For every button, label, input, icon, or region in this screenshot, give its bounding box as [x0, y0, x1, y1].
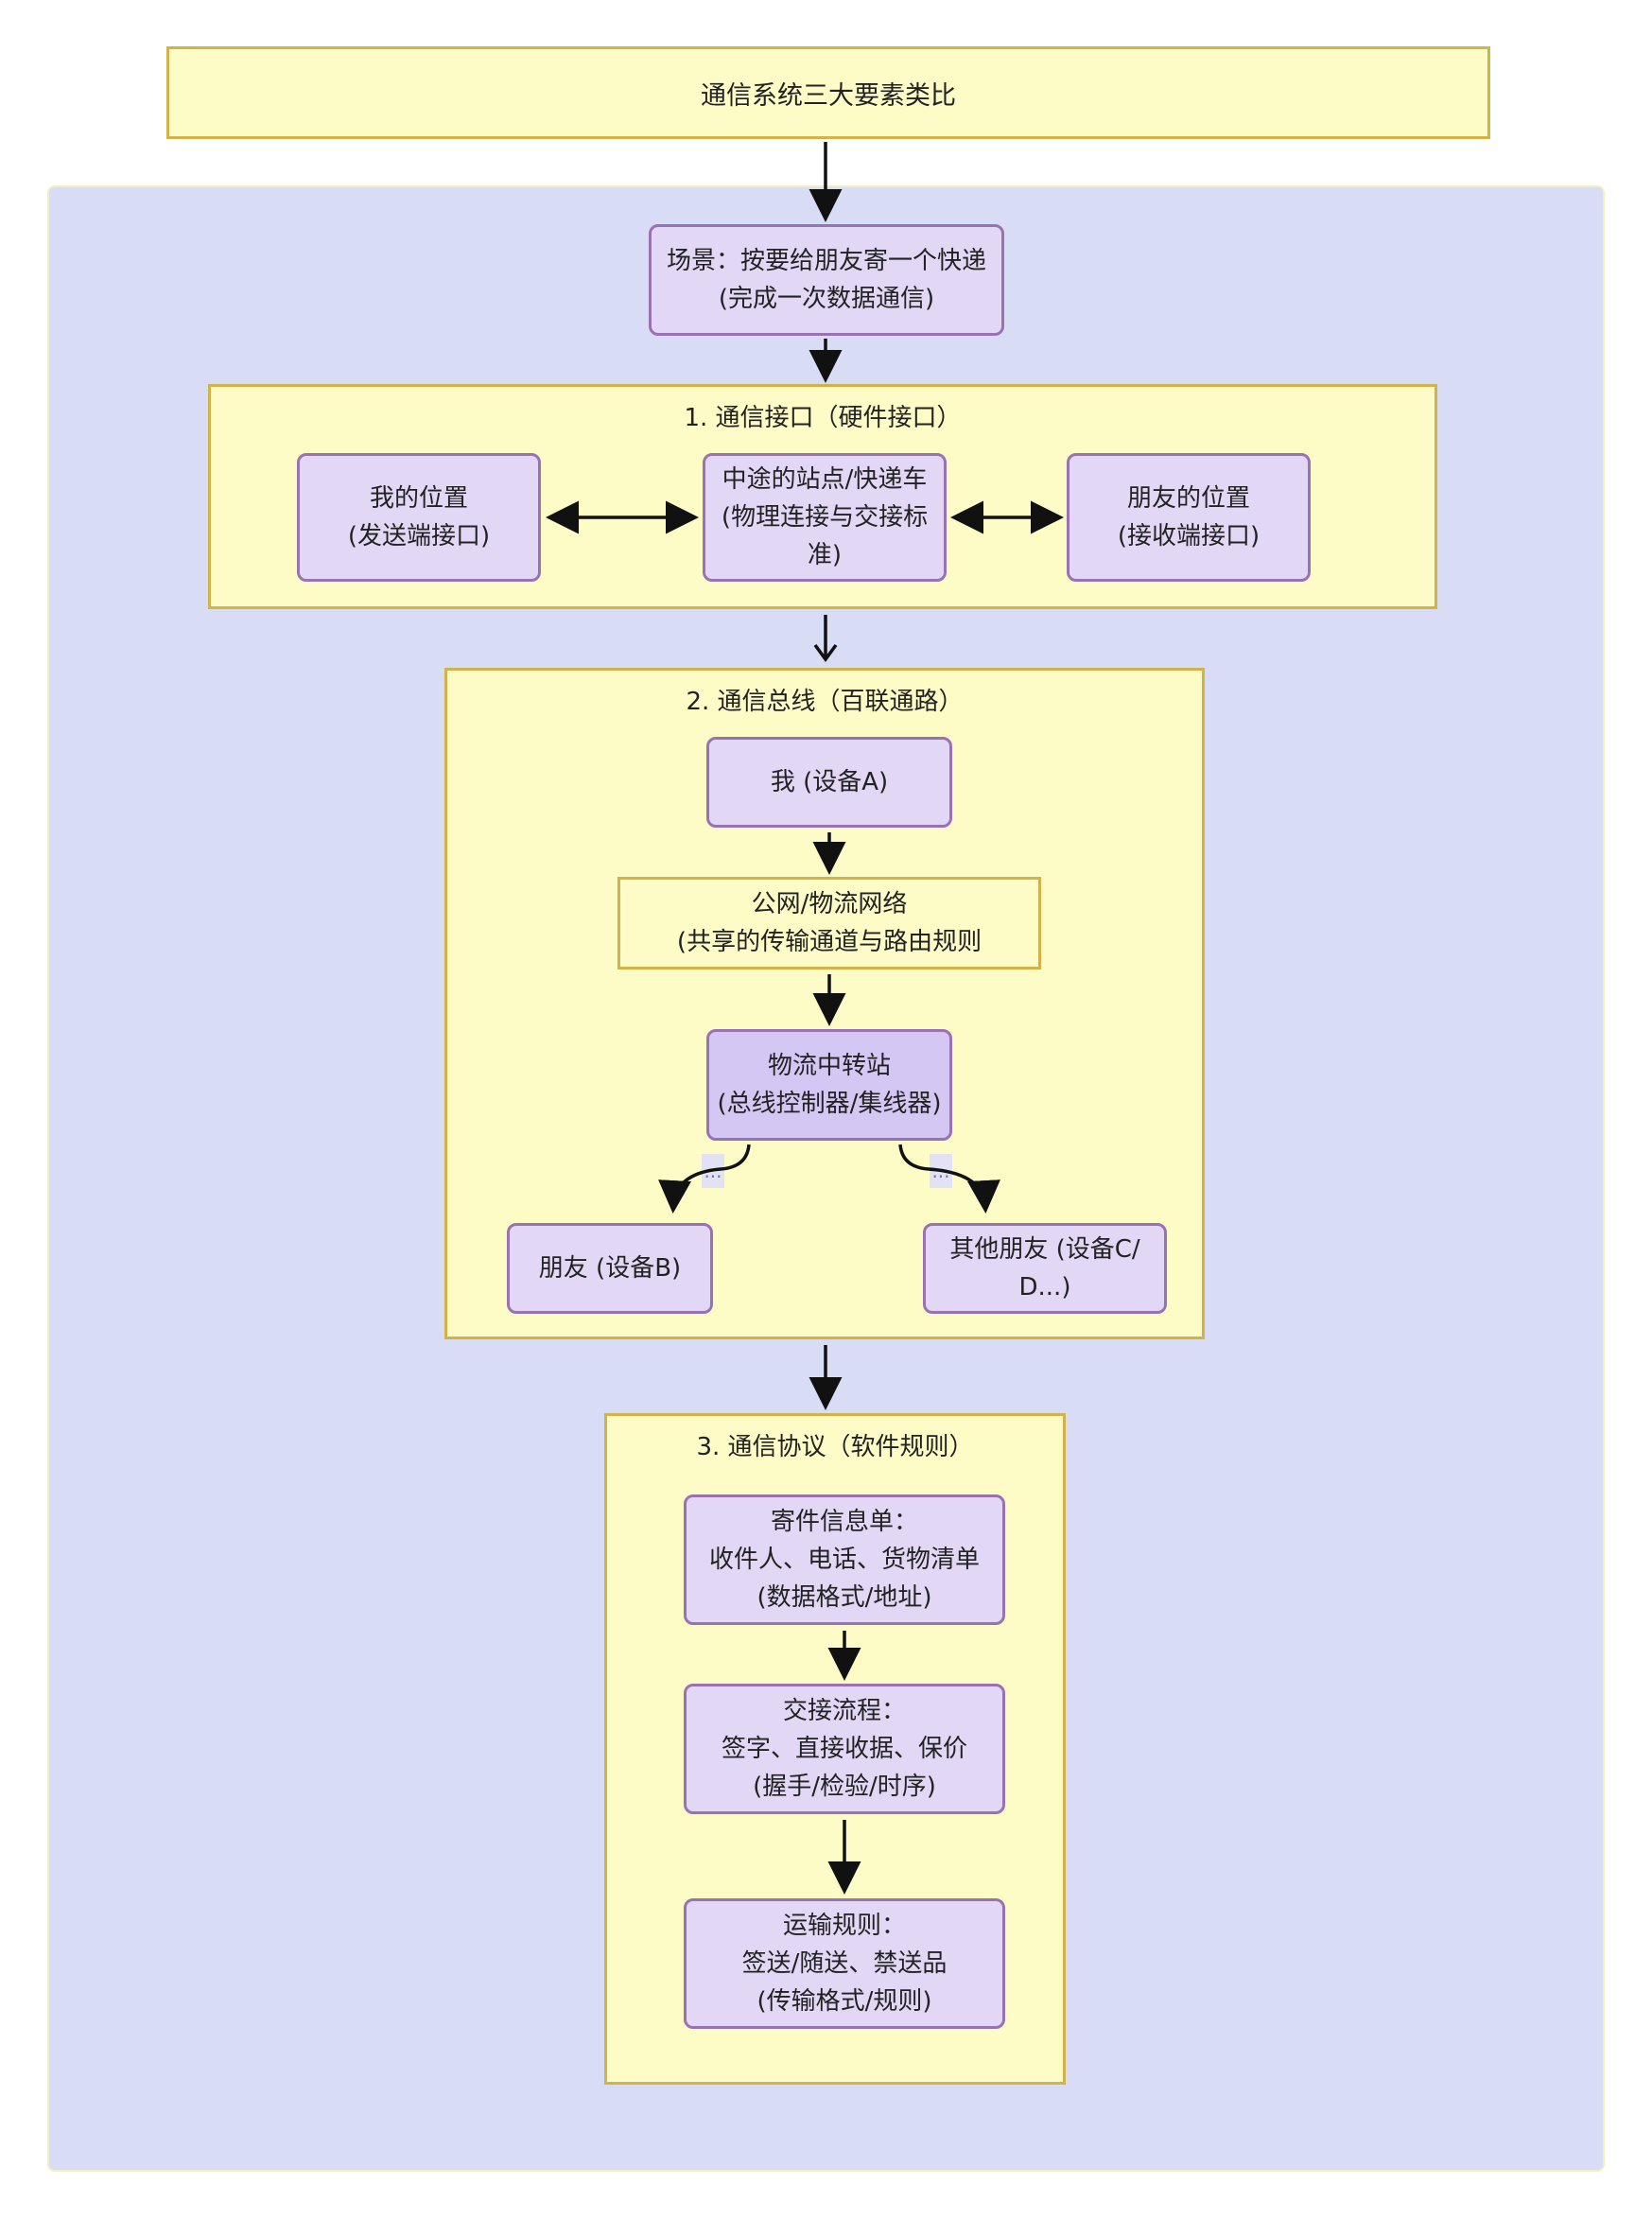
my-location-node: 我的位置 (发送端接口) — [297, 453, 541, 582]
device-cd-node: 其他朋友 (设备C/ D...) — [923, 1223, 1167, 1314]
section-protocol-title: 3. 通信协议（软件规则） — [696, 1433, 974, 1461]
device-a-node: 我 (设备A) — [706, 737, 952, 828]
logistics-network-node: 公网/物流网络 (共享的传输通道与路由规则 — [617, 877, 1041, 970]
protocol-step-transport-node: 运输规则： 签送/随送、禁送品 (传输格式/规则) — [684, 1898, 1005, 2029]
arrow-hub-to-device-cd — [898, 1144, 1000, 1214]
hub-node: 物流中转站 (总线控制器/集线器) — [706, 1029, 952, 1141]
protocol-step-info-node: 寄件信息单： 收件人、电话、货物清单 (数据格式/地址) — [684, 1494, 1005, 1625]
scene-node: 场景：按要给朋友寄一个快递 (完成一次数据通信) — [649, 224, 1004, 336]
section-interface-title: 1. 通信接口（硬件接口） — [684, 404, 962, 432]
transit-station-node: 中途的站点/快递车 (物理连接与交接标 准) — [703, 453, 947, 582]
friend-location-node: 朋友的位置 (接收端接口) — [1067, 453, 1311, 582]
diagram-title: 通信系统三大要素类比 — [166, 46, 1490, 139]
device-b-node: 朋友 (设备B) — [507, 1223, 713, 1314]
arrow-interface-to-bus — [813, 615, 838, 662]
protocol-step-handshake-node: 交接流程： 签字、直接收据、保价 (握手/检验/时序) — [684, 1684, 1005, 1814]
section-bus-title: 2. 通信总线（百联通路） — [686, 688, 964, 716]
arrow-hub-to-device-b — [658, 1144, 751, 1214]
